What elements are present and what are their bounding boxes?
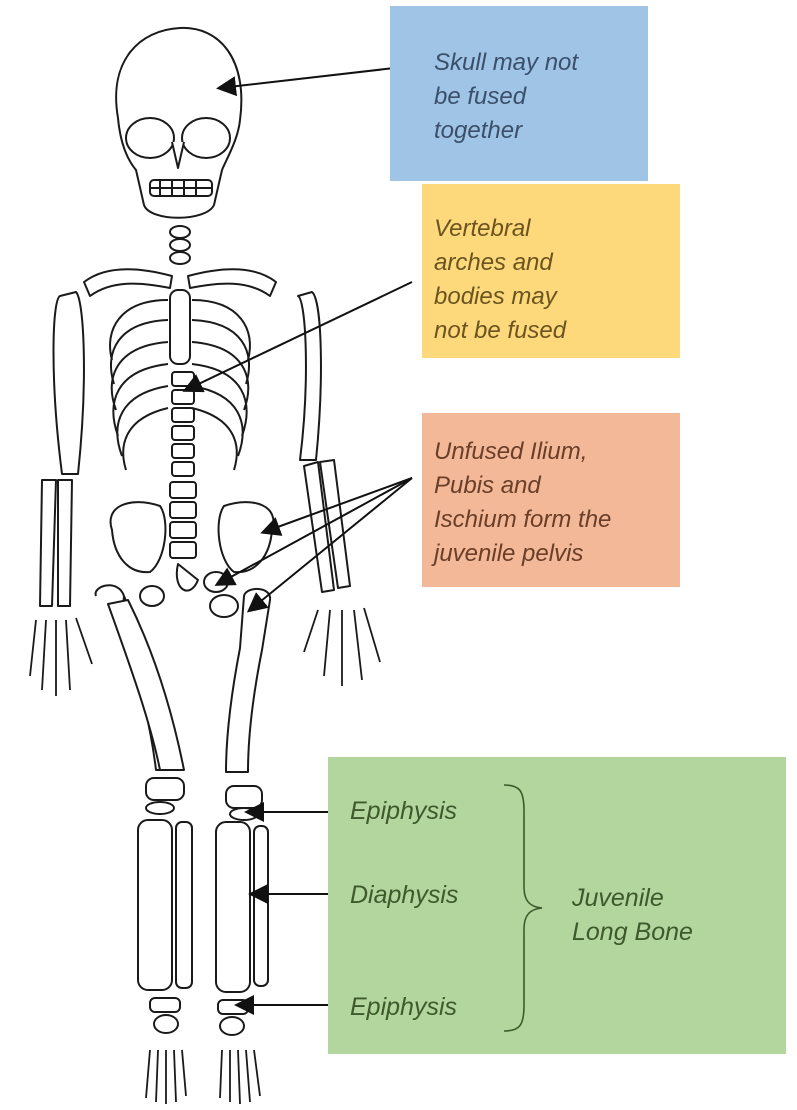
long-bone-callout: Epiphysis Diaphysis Epiphysis Juvenile L…: [328, 757, 786, 1054]
knee-epiphyses: [146, 778, 262, 820]
skull-callout-line: be fused: [434, 80, 648, 114]
skull: [116, 28, 241, 218]
pelvis-callout-line: Ischium form the: [434, 503, 680, 537]
cervical-spine: [170, 226, 190, 264]
pelvis-callout: Unfused Ilium, Pubis and Ischium form th…: [422, 413, 680, 587]
foot-bones: [146, 1050, 260, 1104]
vertebral-callout-line: not be fused: [434, 314, 680, 348]
diaphysis-label: Diaphysis: [350, 881, 458, 910]
vertebral-callout-line: bodies may: [434, 280, 680, 314]
skull-callout-line: Skull may not: [434, 46, 648, 80]
juvenile-label-line: Long Bone: [572, 915, 693, 949]
pelvis-callout-line: juvenile pelvis: [434, 537, 680, 571]
juvenile-label-line: Juvenile: [572, 881, 693, 915]
vertebral-callout-line: Vertebral: [434, 212, 680, 246]
epiphysis-bottom-label: Epiphysis: [350, 993, 457, 1022]
lower-leg-bones: [138, 820, 268, 992]
sternum: [170, 290, 190, 364]
hand-bones: [30, 608, 380, 696]
vertebral-column: [170, 372, 196, 558]
skull-callout-line: together: [434, 114, 648, 148]
pelvis-callout-line: Unfused Ilium,: [434, 435, 680, 469]
curly-brace: [496, 781, 556, 1035]
epiphysis-top-label: Epiphysis: [350, 797, 457, 826]
vertebral-callout: Vertebral arches and bodies may not be f…: [422, 184, 680, 358]
juvenile-long-bone-label: Juvenile Long Bone: [572, 881, 693, 949]
skull-arrow: [220, 66, 412, 88]
pelvis-callout-line: Pubis and: [434, 469, 680, 503]
ankle-epiphyses: [150, 998, 248, 1035]
femurs: [96, 585, 271, 772]
skull-callout: Skull may not be fused together: [390, 6, 648, 181]
vertebral-callout-line: arches and: [434, 246, 680, 280]
